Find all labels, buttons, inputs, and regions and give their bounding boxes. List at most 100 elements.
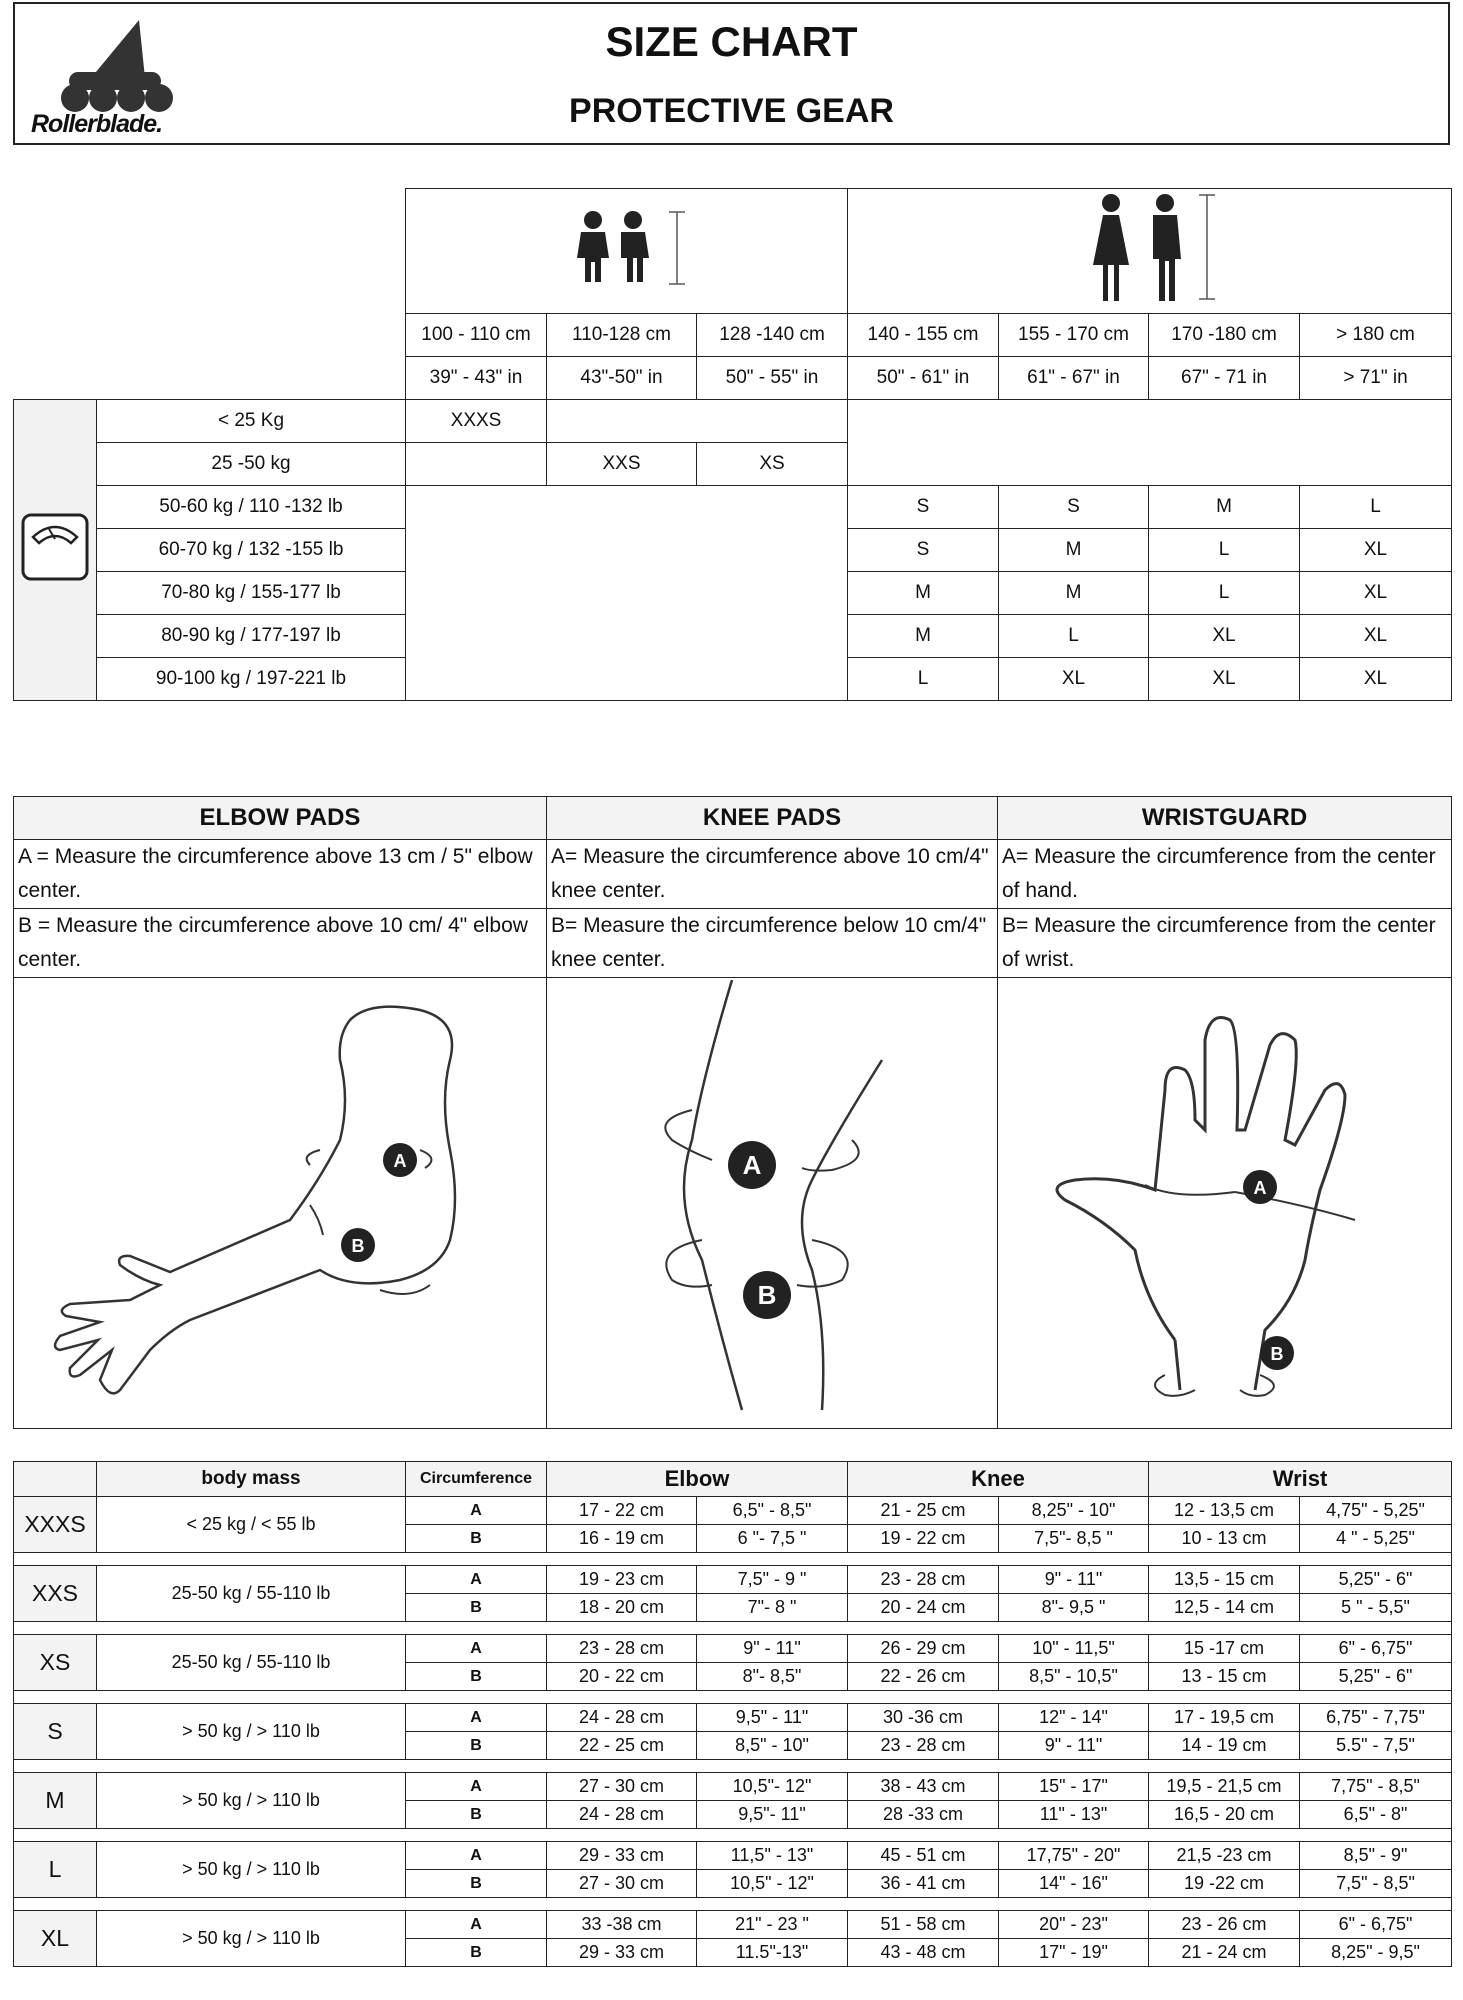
table-cell: 6,5" - 8,5" [696,1496,848,1525]
empty-cell [847,399,1452,486]
knee-header: Knee [846,1461,1150,1497]
height-cm-cell: 140 - 155 cm [847,313,999,357]
size-cell: XL [1299,571,1452,615]
weight-row: < 25 Kg XXXS [13,399,1452,701]
elbow-measure-a: A = Measure the circumference above 13 c… [13,839,547,909]
table-cell: 11" - 13" [997,1800,1150,1829]
size-label: S [13,1703,97,1760]
table-cell: 13 - 15 cm [1148,1662,1301,1691]
size-cell: XL [1148,614,1300,658]
table-cell: 13,5 - 15 cm [1148,1565,1301,1594]
weight-row: 25 -50 kg XXS XS [14,442,1452,486]
spacer-cell [12,1828,1453,1842]
table-cell: 10,5" - 12" [696,1869,848,1898]
weight-label: 50-60 kg / 110 -132 lb [96,485,406,529]
blank-corner [14,189,406,400]
table-cell: 5 " - 5,5" [1299,1593,1453,1622]
table-cell: 6 "- 7,5 " [696,1524,848,1553]
table-cell: 17,75" - 20" [997,1841,1150,1870]
height-in-cell: 50" - 55" in [696,356,848,400]
table-cell: 4 " - 5,25" [1299,1524,1453,1553]
table-cell: A [405,1496,547,1525]
table-cell: 22 - 26 cm [847,1662,999,1691]
wrist-measure-b: B= Measure the circumference from the ce… [997,908,1452,978]
size-label: L [13,1841,97,1898]
size-cell: XXXS [405,399,547,443]
height-in-cell: 61" - 67" in [998,356,1149,400]
table-cell: 51 - 58 cm [847,1910,999,1939]
height-cm-row: 100 - 110 cm 110-128 cm 128 -140 cm 140 … [14,313,1452,357]
table-cell: 29 - 33 cm [546,1938,697,1967]
elbow-measure-b: B = Measure the circumference above 10 c… [13,908,547,978]
table-cell: 20" - 23" [997,1910,1150,1939]
spacer-cell [12,1897,1453,1911]
weight-label: < 25 Kg [96,399,406,443]
size-cell: XL [998,657,1149,701]
table-cell: 27 - 30 cm [546,1869,697,1898]
body-mass-cell: 25-50 kg / 55-110 lb [96,1565,406,1622]
size-header [13,1461,97,1497]
elbow-illustration: A B [13,977,547,1429]
table-cell: B [405,1800,547,1829]
rollerblade-logo-icon [61,20,173,112]
table-cell: 15 -17 cm [1148,1634,1301,1663]
table-cell: A [405,1841,547,1870]
table-cell: 17 - 22 cm [546,1496,697,1525]
marker-b: B [352,1236,365,1256]
height-in-cell: 43"-50" in [546,356,697,400]
body-mass-cell: > 50 kg / > 110 lb [96,1772,406,1829]
spacer-cell [12,1552,1453,1566]
table-cell: 23 - 28 cm [847,1565,999,1594]
table-cell: 30 -36 cm [847,1703,999,1732]
height-cm-cell: 110-128 cm [546,313,697,357]
height-in-cell: > 71" in [1299,356,1452,400]
table-cell: 4,75" - 5,25" [1299,1496,1453,1525]
table-cell: B [405,1938,547,1967]
table-cell: 19 -22 cm [1148,1869,1301,1898]
table-cell: 8,5" - 10" [696,1731,848,1760]
knee-illustration-icon: A B [664,979,884,1411]
table-cell: 36 - 41 cm [847,1869,999,1898]
adults-height-icon [1092,194,1215,301]
table-cell: 21 - 25 cm [847,1496,999,1525]
size-label: XL [13,1910,97,1967]
empty-cell [405,485,848,701]
page-subtitle: PROTECTIVE GEAR [569,92,894,130]
table-cell: 12" - 14" [997,1703,1150,1732]
body-mass-cell: < 25 kg / < 55 lb [96,1496,406,1553]
table-cell: 23 - 28 cm [546,1634,697,1663]
table-cell: 6" - 6,75" [1299,1634,1453,1663]
marker-a: A [394,1151,407,1171]
table-cell: 5,25" - 6" [1299,1662,1453,1691]
elbow-header: Elbow [546,1461,848,1497]
table-cell: B [405,1869,547,1898]
knee-measure-a: A= Measure the circumference above 10 cm… [546,839,998,909]
wrist-header: Wrist [1148,1461,1453,1497]
table-cell: 7,5" - 9 " [696,1565,848,1594]
table-cell: 26 - 29 cm [847,1634,999,1663]
table-cell: 5,25" - 6" [1299,1565,1453,1594]
measurements-table: body mass Circumference Elbow Knee Wrist… [12,1461,1453,1967]
table-cell: 11,5" - 13" [696,1841,848,1870]
row-spacer [12,1690,1453,1704]
marker-b: B [1270,1344,1283,1364]
size-cell: XL [1299,657,1452,701]
size-cell: L [998,614,1149,658]
page-title: SIZE CHART [605,18,858,65]
kids-header [405,188,848,314]
weight-label: 80-90 kg / 177-197 lb [96,614,406,658]
arm-illustration-icon: A B [53,1005,457,1395]
weight-row: 60-70 kg / 132 -155 lb S M L XL [14,528,1452,572]
weight-label: 70-80 kg / 155-177 lb [96,571,406,615]
body-mass-cell: 25-50 kg / 55-110 lb [96,1634,406,1691]
table-cell: 15" - 17" [997,1772,1150,1801]
table-cell: 8"- 8,5" [696,1662,848,1691]
size-cell: M [847,571,999,615]
